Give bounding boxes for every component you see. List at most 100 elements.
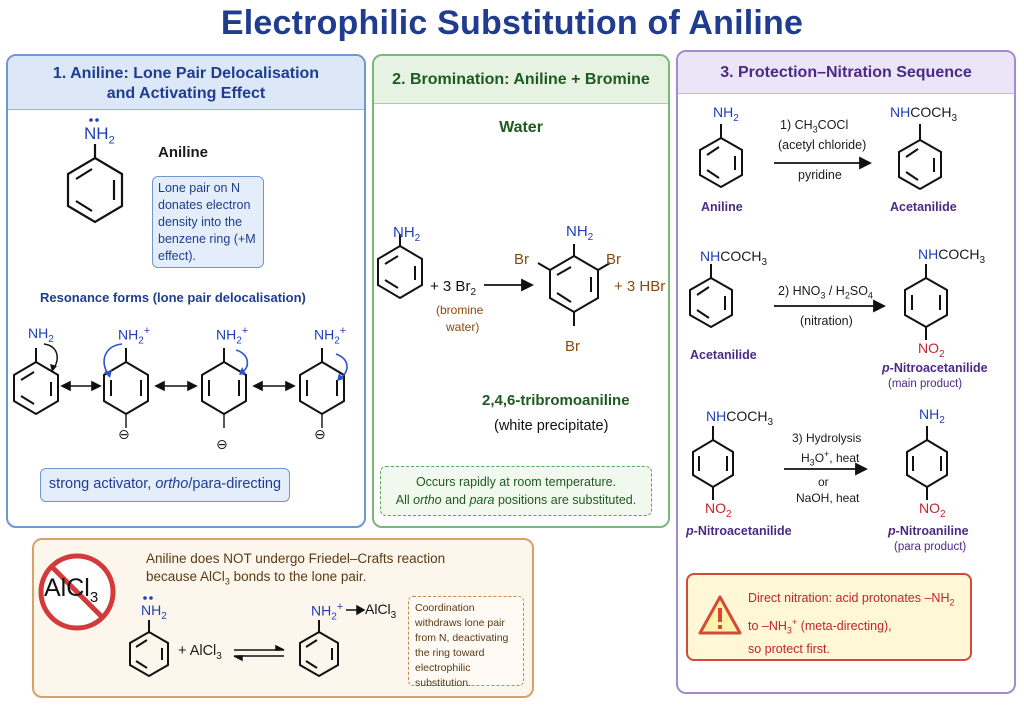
fc-adduct-nh2: NH2+: [311, 601, 343, 622]
p-prefix-1: p-: [882, 361, 894, 375]
para-product-note: (para product): [894, 541, 967, 553]
resonance-title: Resonance forms (lone pair delocalisatio…: [40, 290, 306, 305]
warning-line1: Direct nitration: acid protonates –NH2: [748, 589, 955, 613]
product-nh: NH: [566, 223, 588, 240]
res-form-4-minus: ⊖: [314, 426, 326, 442]
p3-nitro-1-sub: 2: [939, 348, 945, 360]
friedel-crafts-statement: Aniline does NOT undergo Friedel–Crafts …: [146, 550, 445, 591]
p3-nitro-2: NO2: [705, 500, 732, 520]
p3-nitroacet-rest: COCH: [938, 246, 980, 262]
fc-adduct-alcl: AlCl: [365, 601, 391, 617]
warning-line1-sub: 2: [949, 597, 955, 608]
bromination-note: Occurs rapidly at room temperature. All …: [380, 466, 652, 516]
strong-suffix: /para-directing: [188, 476, 282, 492]
p3-nitro-3-sub: 2: [940, 508, 946, 520]
nitroacetanilide-2: Nitroacetanilide: [697, 524, 792, 538]
nh2-subscript: 2: [108, 134, 115, 147]
fc-adduct-nh: NH: [311, 602, 332, 619]
res-form-4-sub: 2: [334, 335, 340, 347]
bromine-water-line1: (bromine: [436, 303, 484, 317]
note-para: para: [469, 493, 495, 507]
res-form-1-nh: NH: [28, 325, 49, 341]
res-form-2-nh2: NH2+: [118, 325, 150, 346]
res-form-4-plus: +: [339, 325, 347, 337]
bromine-water-line2: water): [446, 320, 480, 334]
br-aniline-nh2: NH2: [393, 224, 420, 244]
panel-1-heading-line1: 1. Aniline: Lone Pair Delocalisation: [52, 65, 320, 82]
label-acetanilide-1: Acetanilide: [890, 200, 957, 214]
fc-line2-b: bonds to the lone pair.: [229, 569, 367, 584]
label-acetanilide-2: Acetanilide: [690, 348, 757, 362]
br-ortho-left: Br: [514, 251, 529, 268]
panel-3-heading: 3. Protection–Nitration Sequence: [678, 52, 1014, 94]
br-aniline-nh: NH: [393, 224, 415, 241]
step1-reagent: 1) CH3COCl: [780, 118, 848, 135]
product-nh2: NH2: [566, 223, 593, 243]
step2-h: / H: [825, 284, 845, 298]
warning-line2-sub: 3: [786, 625, 792, 636]
strong-activator-badge: strong activator, ortho/para-directing: [40, 468, 290, 502]
res-form-4-nh2: NH2+: [314, 325, 346, 346]
label-p-nitroacetanilide-1: p-Nitroacetanilide: [882, 361, 988, 375]
step1-cocl: COCl: [817, 118, 849, 132]
p3-aniline-nh: NH: [713, 104, 734, 120]
fc-reagent-sub: 3: [216, 650, 222, 662]
p3-acetanilide-group: NHCOCH3: [890, 104, 958, 124]
step2-sub3: 3: [820, 290, 826, 301]
p3-nitroacet-2-rest: COCH: [726, 408, 768, 424]
fc-adduct-alcl3: AlCl3: [365, 601, 396, 621]
lone-pair-note: Lone pair on N donates electron density …: [152, 176, 264, 268]
p3-nitroaniline-nh2: NH2: [919, 406, 945, 426]
step2-so: SO: [849, 284, 868, 298]
step2-sub4: 4: [867, 290, 873, 301]
step1-sub: 3: [812, 124, 818, 135]
step2-nitration: (nitration): [800, 314, 853, 328]
fc-adduct-alcl-sub: 3: [390, 609, 397, 621]
fc-aniline-nh2: NH2: [141, 602, 167, 622]
step3-h: H: [801, 451, 810, 465]
p3-nitroaniline-nh: NH: [919, 406, 940, 422]
nh-text: NH: [84, 124, 109, 143]
step1-ch: 1) CH: [780, 118, 813, 132]
step3-heat: , heat: [829, 451, 860, 465]
p3-nitro-1-no: NO: [918, 340, 939, 356]
bromination-note-line1: Occurs rapidly at room temperature.: [415, 475, 617, 489]
step1-acetyl-chloride: (acetyl chloride): [778, 138, 867, 152]
panel-1-heading-line2: and Activating Effect: [106, 85, 266, 102]
res-form-3-sub: 2: [236, 335, 242, 347]
res-form-2-sub: 2: [138, 335, 144, 347]
panel-aniline-lone-pair: 1. Aniline: Lone Pair Delocalisation and…: [6, 54, 366, 528]
strong-ortho: ortho: [155, 476, 189, 492]
step2-sub2: 2: [844, 290, 850, 301]
res-form-1-sub: 2: [48, 333, 54, 345]
warning-line2-plus: +: [791, 616, 798, 627]
label-aniline: Aniline: [701, 200, 743, 214]
step3-acid: H3O+, heat: [801, 449, 859, 467]
res-form-2-nh: NH: [118, 326, 139, 343]
res-form-3-plus: +: [241, 325, 249, 337]
res-form-4-nh: NH: [314, 326, 335, 343]
fc-aniline-nh: NH: [141, 602, 162, 618]
p3-nitro-3-no: NO: [919, 500, 940, 516]
br-ortho-right: Br: [606, 251, 621, 268]
note-prefix: All: [395, 493, 414, 507]
p3-nitro-1: NO2: [918, 340, 945, 360]
p-prefix-3: p-: [888, 524, 900, 538]
panel-1-heading: 1. Aniline: Lone Pair Delocalisation and…: [8, 56, 364, 110]
bromine-water-note: (bromine water): [436, 302, 483, 336]
warning-line3: so protect first.: [748, 642, 830, 657]
coordination-note: Coordination withdraws lone pair from N,…: [408, 596, 524, 689]
label-p-nitroaniline: p-Nitroaniline: [888, 524, 969, 538]
p3-aniline-nh2: NH2: [713, 104, 739, 124]
nitroacetanilide-1: Nitroacetanilide: [893, 361, 988, 375]
fc-adduct-sub: 2: [331, 611, 337, 623]
p-prefix-2: p-: [686, 524, 698, 538]
warning-text: Direct nitration: acid protonates –NH2 t…: [748, 589, 955, 659]
res-form-3-nh: NH: [216, 326, 237, 343]
warning-line2-a: to –NH: [748, 618, 787, 633]
no-alcl3-label: AlCl3: [44, 574, 98, 606]
friedel-crafts-line2: because AlCl3 bonds to the lone pair.: [146, 568, 445, 591]
